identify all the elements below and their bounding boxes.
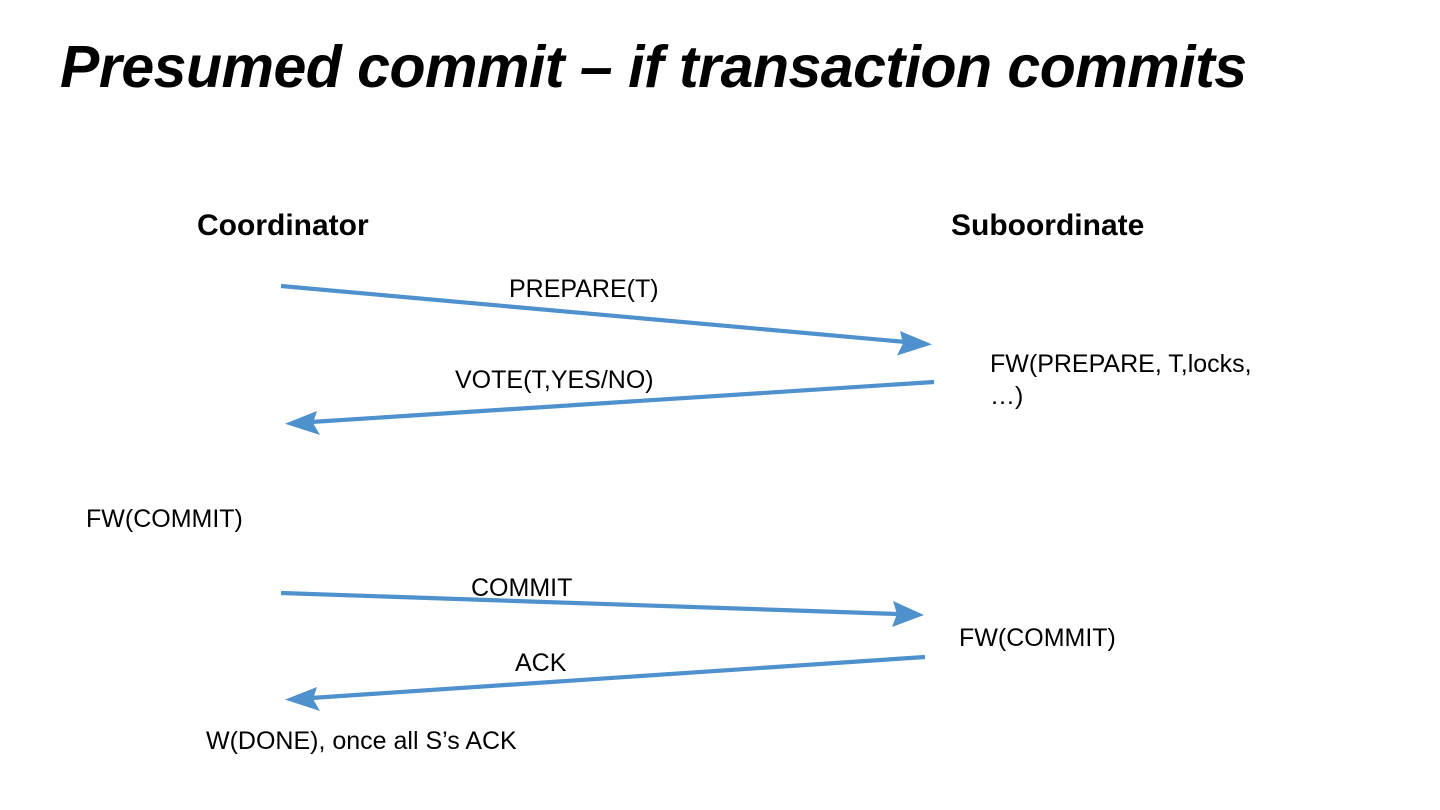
note-fw-prepare: FW(PREPARE, T,locks, …) xyxy=(990,350,1252,410)
column-heading-coordinator: Coordinator xyxy=(197,209,369,242)
message-label-prepare: PREPARE(T) xyxy=(509,275,659,303)
message-label-vote: VOTE(T,YES/NO) xyxy=(455,366,654,394)
arrow-commit xyxy=(280,590,924,627)
note-fw-commit-subordinate: FW(COMMIT) xyxy=(959,624,1116,652)
message-label-commit: COMMIT xyxy=(471,574,573,602)
note-fw-commit-coordinator: FW(COMMIT) xyxy=(86,505,243,533)
arrow-ack xyxy=(285,654,926,711)
column-heading-subordinate: Suboordinate xyxy=(951,209,1145,242)
note-w-done: W(DONE), once all S’s ACK xyxy=(206,727,517,755)
message-label-ack: ACK xyxy=(515,649,567,677)
page-title: Presumed commit – if transaction commits xyxy=(60,34,1247,100)
